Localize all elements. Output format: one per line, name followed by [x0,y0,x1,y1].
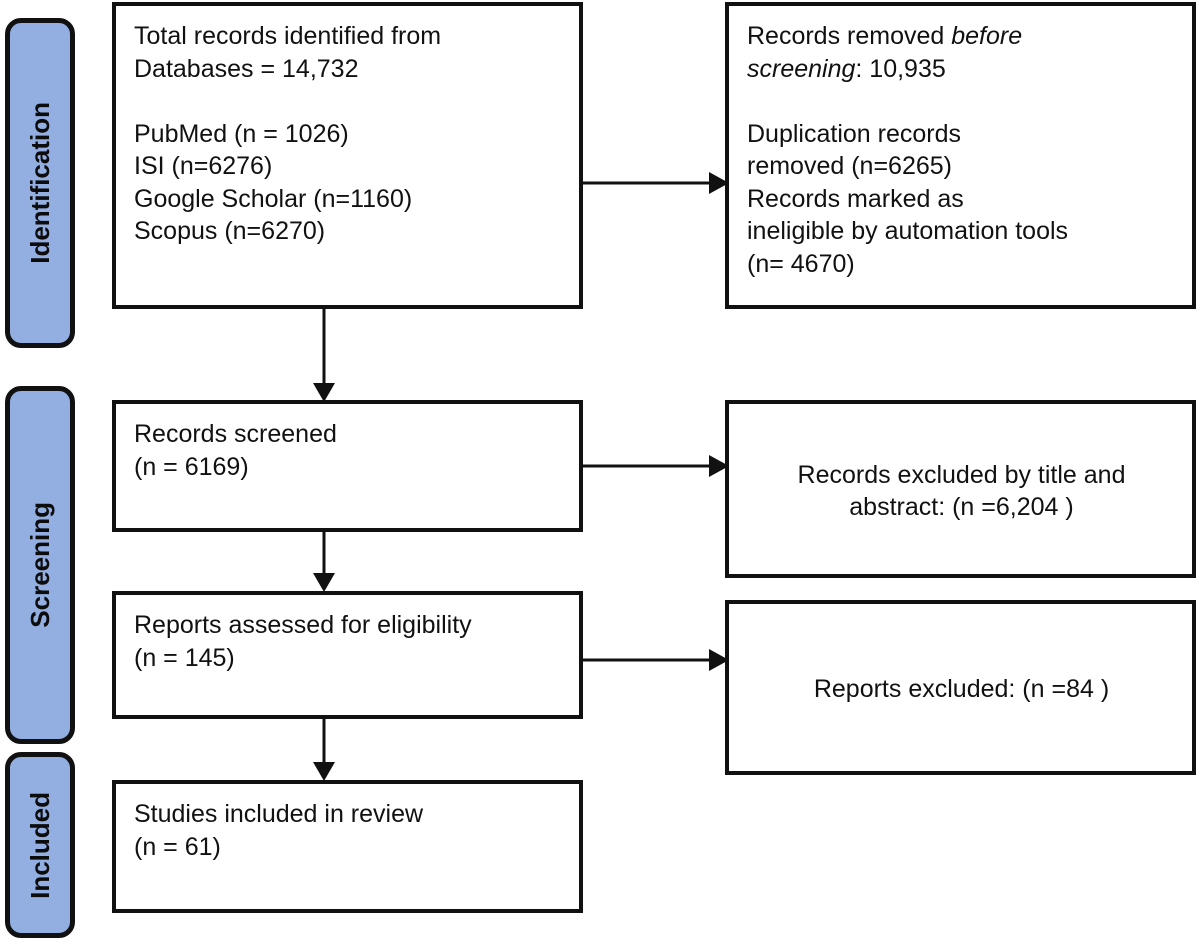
box-records-excluded-title-abstract-text: Records excluded by title and abstract: … [797,460,1126,522]
box-records-removed-text: Records removed before screening: 10,935… [747,20,1176,280]
stage-pill-included: Included [5,752,75,938]
records-removed-details: Duplication records removed (n=6265) Rec… [747,119,1069,278]
box-records-excluded-title-abstract: Records excluded by title and abstract: … [725,400,1196,578]
arrow-identified-to-screened [308,309,340,402]
box-reports-assessed-eligibility: Reports assessed for eligibility (n = 14… [112,591,583,719]
stage-pill-identification: Identification [5,18,75,348]
box-reports-excluded: Reports excluded: (n =84 ) [725,600,1196,775]
arrow-screened-to-excluded [583,451,729,481]
box-records-identified-text: Total records identified from Databases … [134,22,442,245]
stage-pill-screening: Screening [5,386,75,744]
arrow-identified-to-removed [583,168,729,198]
stage-label-identification: Identification [25,102,55,264]
records-removed-prefix: Records removed [747,22,952,50]
box-reports-assessed-eligibility-text: Reports assessed for eligibility (n = 14… [134,611,472,672]
arrow-assessed-to-included [308,719,340,781]
box-studies-included: Studies included in review (n = 61) [112,780,583,913]
box-studies-included-text: Studies included in review (n = 61) [134,800,424,861]
box-records-identified: Total records identified from Databases … [112,2,583,309]
records-removed-suffix: : 10,935 [855,54,946,83]
records-removed-italic: before screening [747,22,1023,83]
arrow-screened-to-assessed [308,532,340,592]
stage-label-included: Included [25,791,55,899]
stage-label-screening: Screening [25,502,55,628]
box-records-removed-before-screening: Records removed before screening: 10,935… [725,2,1196,309]
box-records-screened-text: Records screened (n = 6169) [134,420,337,481]
box-reports-excluded-text: Reports excluded: (n =84 ) [813,675,1110,704]
arrow-assessed-to-reports-excluded [583,645,729,675]
box-records-screened: Records screened (n = 6169) [112,400,583,532]
